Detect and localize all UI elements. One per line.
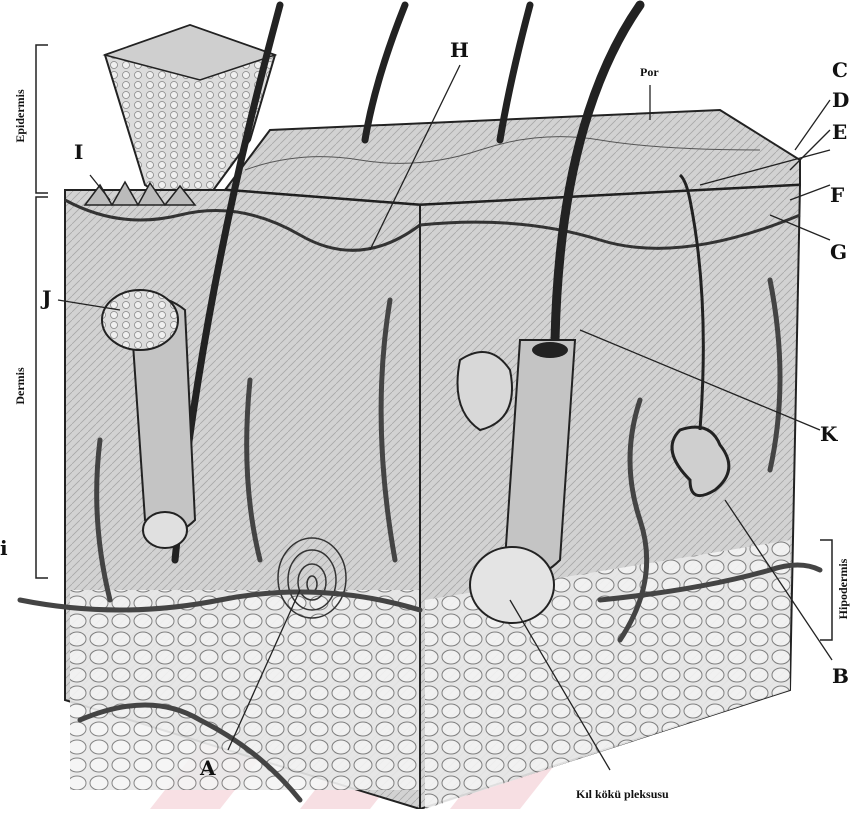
- label-D: D: [832, 90, 849, 110]
- label-E: E: [832, 122, 847, 142]
- label-I: I: [74, 142, 83, 162]
- right-face: [420, 185, 800, 809]
- region-epidermis: Epidermis: [14, 82, 26, 150]
- left-face: [65, 190, 420, 809]
- label-G: G: [830, 242, 847, 262]
- label-A: A: [200, 758, 216, 778]
- label-pore: Por: [640, 66, 659, 78]
- region-dermis: Dermis: [14, 364, 26, 408]
- label-H: H: [450, 40, 469, 60]
- label-C: C: [832, 60, 848, 80]
- label-F: F: [830, 185, 844, 205]
- region-hypodermis: Hipodermis: [837, 552, 849, 626]
- label-K: K: [820, 424, 837, 444]
- label-B: B: [832, 666, 849, 686]
- label-edge-glyph: i: [0, 538, 8, 558]
- label-hair-root-plexus: Kıl kökü pleksusu: [576, 788, 669, 800]
- label-J: J: [42, 288, 51, 308]
